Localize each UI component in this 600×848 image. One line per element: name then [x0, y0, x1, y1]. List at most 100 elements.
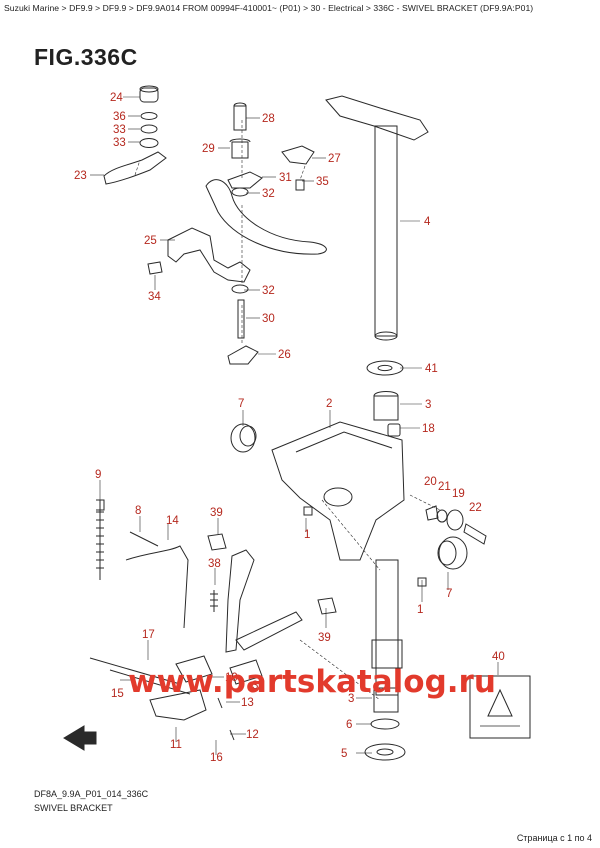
callout-24[interactable]: 24 [110, 92, 123, 104]
part-41-washer[interactable] [366, 360, 404, 376]
callout-11[interactable]: 11 [170, 739, 182, 751]
breadcrumb-item[interactable]: DF9.9 [69, 3, 93, 13]
part-39-bolt[interactable] [207, 533, 227, 551]
callout-40[interactable]: 40 [492, 651, 505, 663]
part-tilt-bar[interactable] [235, 611, 303, 651]
callout-20[interactable]: 20 [424, 476, 437, 488]
part-40-caution-label[interactable] [469, 675, 531, 739]
callout-17[interactable]: 17 [142, 629, 155, 641]
callout-2[interactable]: 2 [326, 398, 332, 410]
part-26-plate[interactable] [227, 345, 259, 365]
callout-1[interactable]: 1 [304, 529, 310, 541]
callout-5[interactable]: 5 [341, 748, 347, 760]
callout-38[interactable]: 38 [208, 558, 221, 570]
part-33-washer[interactable] [140, 124, 158, 134]
callout-39[interactable]: 39 [210, 507, 223, 519]
part-9-spring[interactable] [96, 499, 105, 580]
part-1-screw[interactable] [417, 577, 427, 587]
callout-6[interactable]: 6 [346, 719, 352, 731]
callout-15[interactable]: 15 [111, 688, 124, 700]
part-7-knob[interactable] [230, 423, 257, 453]
callout-1[interactable]: 1 [417, 604, 423, 616]
part-37-plate[interactable] [229, 659, 263, 685]
callout-30[interactable]: 30 [262, 313, 275, 325]
part-10-plate[interactable] [175, 655, 213, 683]
callout-26[interactable]: 26 [278, 349, 291, 361]
callout-39[interactable]: 39 [318, 632, 331, 644]
part-3-bushing[interactable] [373, 391, 399, 421]
part-20-spring[interactable] [425, 505, 439, 521]
callout-23[interactable]: 23 [74, 170, 87, 182]
breadcrumb-item[interactable]: Suzuki Marine [4, 3, 60, 13]
callout-14[interactable]: 14 [166, 515, 179, 527]
callout-35[interactable]: 35 [316, 176, 329, 188]
callout-3[interactable]: 3 [425, 399, 431, 411]
part-28-bushing[interactable] [233, 102, 247, 131]
part-17-pin[interactable] [89, 657, 181, 685]
callout-18[interactable]: 18 [422, 423, 435, 435]
part-22-bolt[interactable] [463, 523, 487, 545]
part-31-plate[interactable] [227, 171, 263, 189]
part-18-spacer[interactable] [387, 423, 401, 437]
callout-27[interactable]: 27 [328, 153, 341, 165]
callout-19[interactable]: 19 [452, 488, 465, 500]
callout-32[interactable]: 32 [262, 188, 275, 200]
part-21-ring[interactable] [436, 509, 448, 523]
part-25-bracket[interactable] [167, 227, 251, 283]
callout-13[interactable]: 13 [241, 697, 254, 709]
callout-8[interactable]: 8 [135, 505, 141, 517]
part-7-knob[interactable] [437, 536, 468, 570]
callout-32[interactable]: 32 [262, 285, 275, 297]
part-2-swivel-bracket[interactable] [271, 421, 405, 561]
callout-9[interactable]: 9 [95, 469, 101, 481]
callout-7[interactable]: 7 [238, 398, 244, 410]
part-25-handle[interactable] [205, 179, 327, 255]
part-11-lever[interactable] [149, 689, 207, 721]
part-tilt-lever[interactable] [225, 549, 255, 653]
callout-31[interactable]: 31 [279, 172, 292, 184]
callout-37[interactable]: 37 [252, 680, 265, 692]
callout-12[interactable]: 12 [246, 729, 259, 741]
part-38-spring[interactable] [210, 590, 218, 612]
part-6-ring[interactable] [370, 718, 400, 730]
part-23-lever[interactable] [103, 151, 167, 185]
part-12-pin[interactable] [229, 729, 235, 741]
part-15-pin[interactable] [109, 669, 191, 695]
callout-4[interactable]: 4 [424, 216, 431, 228]
callout-22[interactable]: 22 [469, 502, 482, 514]
callout-21[interactable]: 21 [438, 481, 451, 493]
breadcrumb-item[interactable]: DF9.9 [102, 3, 127, 13]
callout-36[interactable]: 36 [113, 111, 126, 123]
part-34-bolt[interactable] [147, 261, 163, 275]
part-29-bushing[interactable] [229, 138, 251, 159]
part-19-bushing[interactable] [446, 509, 464, 531]
callout-7[interactable]: 7 [446, 588, 452, 600]
callout-10[interactable]: 10 [225, 672, 238, 684]
callout-34[interactable]: 34 [148, 291, 161, 303]
callout-16[interactable]: 16 [210, 752, 223, 764]
callout-33[interactable]: 33 [113, 137, 126, 149]
part-8-pin[interactable] [129, 531, 159, 547]
part-5-washer[interactable] [364, 743, 406, 761]
part-24-cap[interactable] [139, 85, 159, 103]
callout-28[interactable]: 28 [262, 113, 275, 125]
breadcrumb-item[interactable]: 30 - Electrical [310, 3, 364, 13]
part-14-rod[interactable] [125, 545, 189, 629]
part-30-stud[interactable] [237, 299, 245, 339]
part-4-steering-shaft[interactable] [325, 95, 429, 341]
part-36-washer[interactable] [140, 112, 158, 120]
callout-25[interactable]: 25 [144, 235, 157, 247]
part-27-bracket[interactable] [281, 145, 315, 165]
part-33-washer[interactable] [139, 138, 159, 148]
callout-41[interactable]: 41 [425, 363, 438, 375]
breadcrumb-item[interactable]: DF9.9A014 FROM 00994F-410001~ (P01) [136, 3, 301, 13]
part-3-bushing-lower[interactable] [373, 687, 399, 713]
part-32-washer[interactable] [231, 284, 249, 294]
callout-33[interactable]: 33 [113, 124, 126, 136]
part-39-bolt[interactable] [317, 597, 337, 615]
part-35-bolt[interactable] [295, 179, 305, 191]
part-13-pin[interactable] [217, 697, 223, 709]
part-1-screw[interactable] [303, 506, 313, 516]
part-3-lower-shaft[interactable] [371, 559, 403, 696]
part-32-washer[interactable] [231, 187, 249, 197]
